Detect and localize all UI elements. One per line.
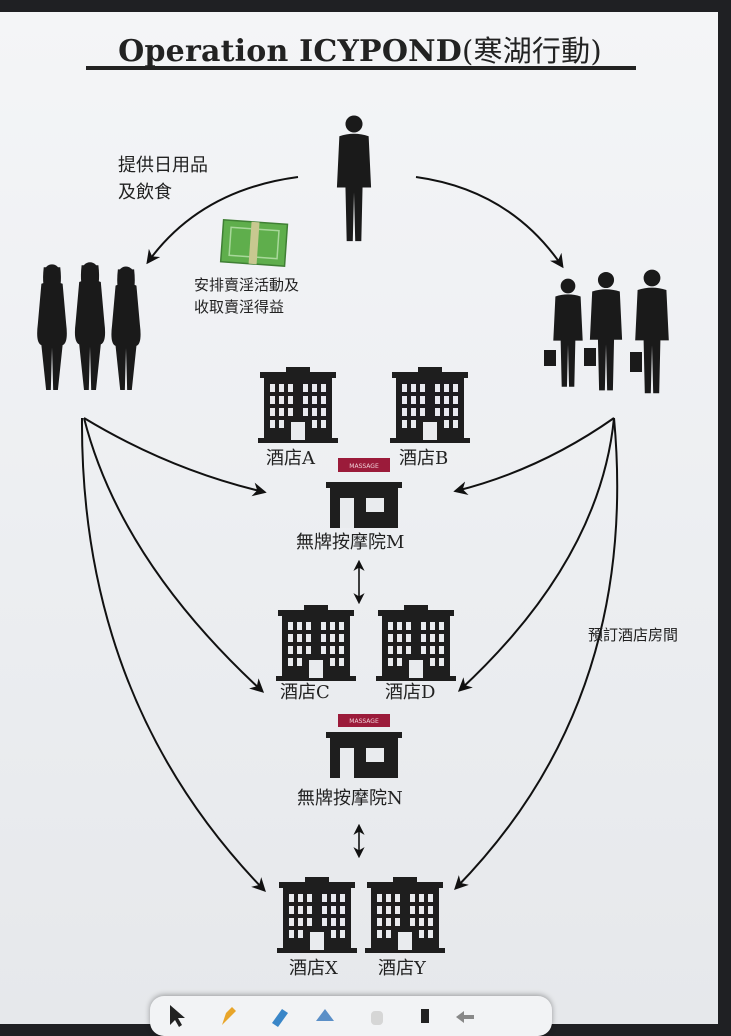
- undo-button[interactable]: [452, 1003, 478, 1027]
- banknote-icon: [219, 219, 289, 267]
- hotel-c-label: 酒店C: [280, 682, 330, 703]
- annotation-toolbar: [150, 996, 552, 1036]
- cursor-icon: [170, 1005, 185, 1027]
- hotel-a-label: 酒店A: [266, 448, 315, 469]
- hotel-y-label: 酒店Y: [378, 958, 426, 979]
- massage-sign-n: MASSAGE: [349, 718, 379, 725]
- parlour-m-label: 無牌按摩院M: [296, 532, 405, 553]
- hotel-x-label: 酒店X: [289, 958, 338, 979]
- man-silhouette-icon: [336, 115, 372, 242]
- undo-icon: [456, 1011, 474, 1023]
- hotel-y-icon: [365, 877, 445, 953]
- pen-icon: [222, 1007, 236, 1025]
- hand-icon: [371, 1011, 383, 1025]
- highlighter-tool-button[interactable]: [268, 1003, 294, 1027]
- stamp-icon: [421, 1009, 429, 1023]
- title-chinese: (寒湖行動): [462, 34, 602, 68]
- arrange-label-line1: 安排賣淫活動及: [194, 276, 300, 294]
- hotel-d-label: 酒店D: [385, 682, 436, 703]
- title-main: Operation ICYPOND: [118, 34, 462, 69]
- stamp-tool-button[interactable]: [412, 1003, 438, 1027]
- highlighter-icon: [272, 1009, 288, 1027]
- hand-tool-button[interactable]: [364, 1003, 390, 1027]
- book-room-label: 預訂酒店房間: [588, 626, 679, 644]
- title-underline: [86, 66, 636, 70]
- hotel-b-icon: [390, 367, 470, 443]
- flow-diagram: MASSAGE MASSAGE: [37, 115, 669, 953]
- pointer-tool-button[interactable]: [164, 1003, 190, 1027]
- businessmen-silhouette-icon: [544, 269, 669, 394]
- hotel-a-icon: [258, 367, 338, 443]
- page-title: Operation ICYPOND(寒湖行動): [0, 28, 718, 70]
- shape-icon: [316, 1009, 334, 1021]
- hotel-x-icon: [277, 877, 357, 953]
- massage-sign-m: MASSAGE: [349, 463, 379, 470]
- slide: Operation ICYPOND(寒湖行動): [0, 12, 718, 1024]
- supply-label-line1: 提供日用品: [118, 155, 208, 176]
- massage-shop-m-icon: MASSAGE: [326, 458, 402, 528]
- arrange-label-line2: 收取賣淫得益: [194, 298, 285, 316]
- pen-tool-button[interactable]: [216, 1003, 242, 1027]
- shape-tool-button[interactable]: [312, 1003, 338, 1027]
- massage-shop-n-icon: MASSAGE: [326, 714, 402, 778]
- hotel-d-icon: [376, 605, 456, 681]
- hotel-b-label: 酒店B: [399, 448, 449, 469]
- supply-label-line2: 及飲食: [118, 182, 172, 203]
- women-silhouette-icon: [37, 262, 141, 390]
- hotel-c-icon: [276, 605, 356, 681]
- parlour-n-label: 無牌按摩院N: [297, 788, 403, 809]
